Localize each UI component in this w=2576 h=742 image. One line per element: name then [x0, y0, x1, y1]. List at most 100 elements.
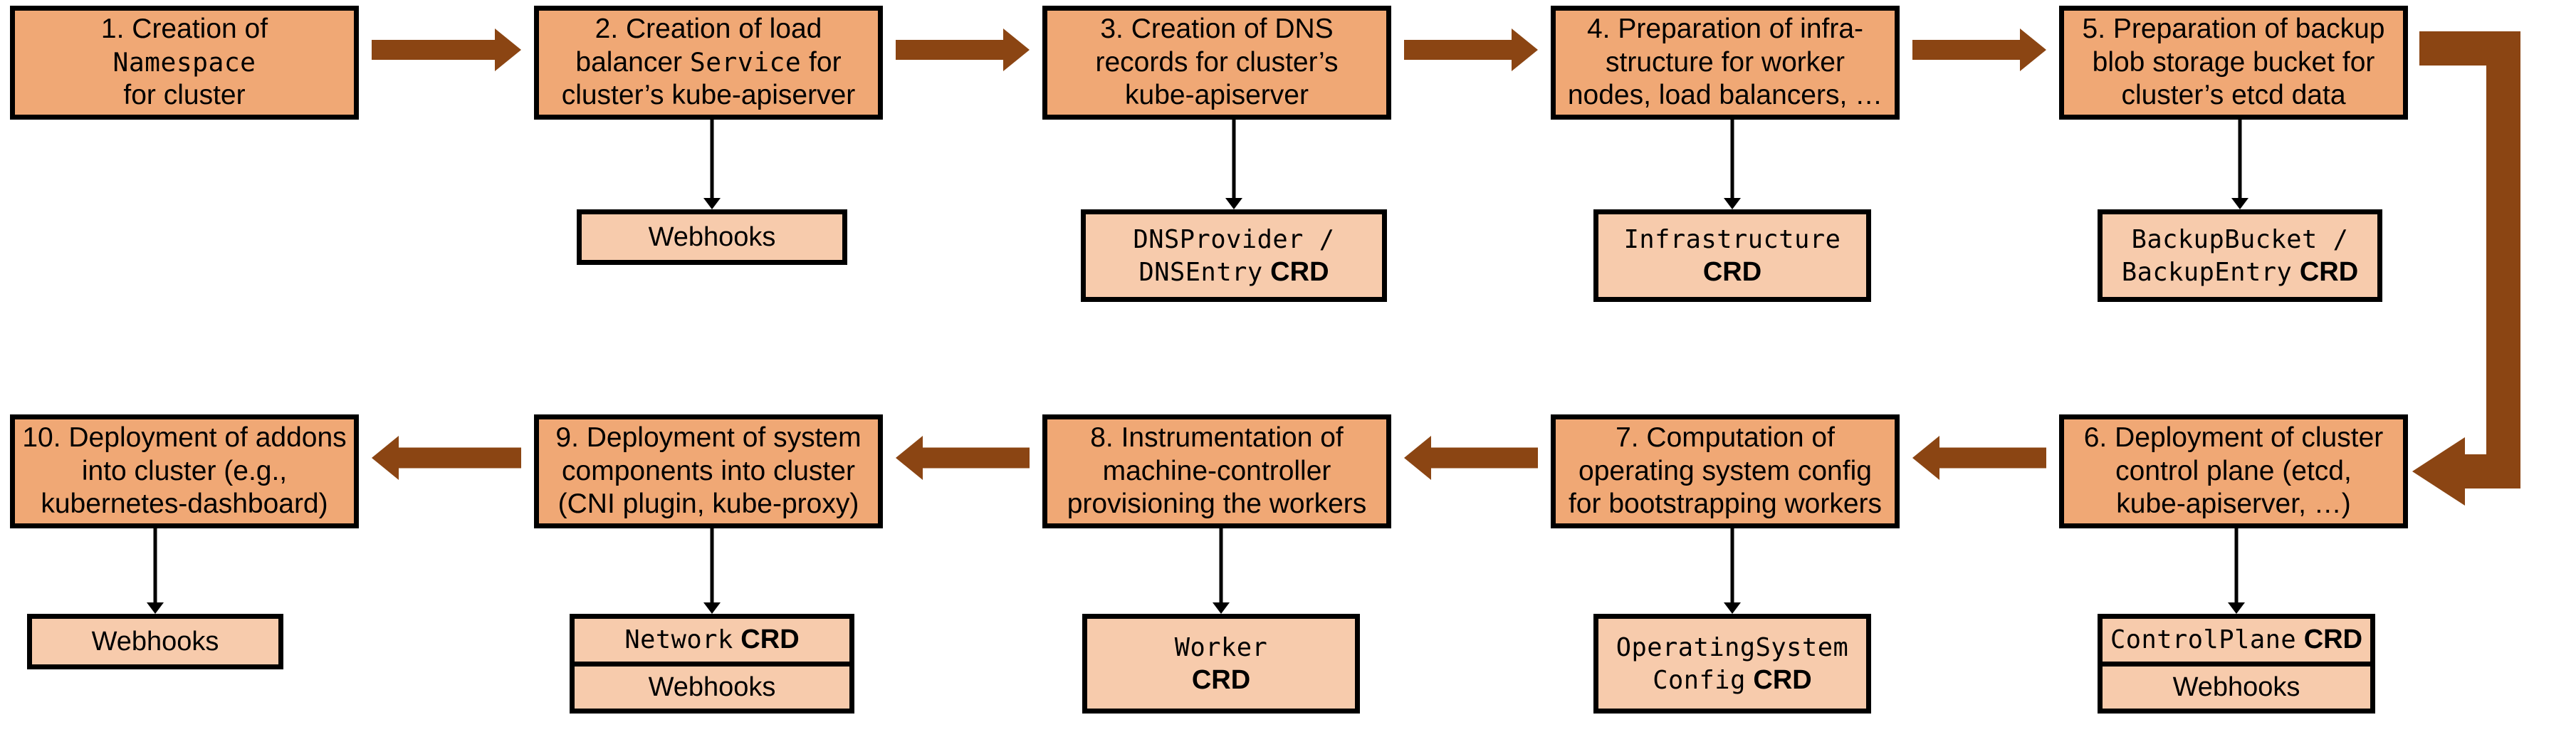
- text-line: OperatingSystem: [1616, 631, 1849, 664]
- label-text: 7. Computation of: [1616, 422, 1835, 453]
- label-text: components into cluster: [562, 455, 855, 486]
- label-text: Webhooks: [2172, 672, 2300, 702]
- text-line: structure for worker: [1563, 46, 1888, 80]
- text-line: kubernetes-dashboard): [22, 488, 347, 521]
- text-line: DNSEntry CRD: [1133, 256, 1334, 288]
- text-line: DNSProvider /: [1133, 223, 1334, 256]
- label-text: records for cluster’s: [1095, 46, 1339, 78]
- text-line: operating system config: [1563, 455, 1888, 488]
- code-text: Namespace: [112, 46, 256, 78]
- text-line: balancer Service for: [546, 46, 871, 80]
- artifact-cell-text: ControlPlane CRD: [2110, 625, 2362, 655]
- artifact-box-artifact-2[interactable]: Webhooks: [577, 209, 847, 265]
- label-text: 8. Instrumentation of: [1090, 422, 1344, 453]
- label-text: 5. Preparation of backup: [2082, 13, 2385, 44]
- label-text: 2. Creation of load: [595, 13, 822, 44]
- artifact-box-artifact-3[interactable]: DNSProvider /DNSEntry CRD: [1081, 209, 1387, 302]
- process-box-step-4[interactable]: 4. Preparation of infra-structure for wo…: [1551, 6, 1900, 120]
- text-line: Webhooks: [649, 221, 776, 254]
- label-text: 10. Deployment of addons: [22, 422, 347, 453]
- label-text: operating system config: [1578, 455, 1872, 486]
- text-line: Webhooks: [649, 672, 776, 703]
- connector-step-7-to-artifact-7: [1718, 528, 1747, 614]
- text-line: for cluster: [22, 79, 347, 113]
- artifact-box-text: Webhooks: [92, 625, 219, 658]
- text-line: kube-apiserver, …): [2071, 488, 2396, 521]
- arrow-8-9: [896, 436, 1030, 480]
- label-text: CRD: [2296, 625, 2363, 655]
- text-line: 3. Creation of DNS: [1054, 13, 1379, 46]
- label-text: CRD: [1745, 665, 1812, 695]
- artifact-box-text: DNSProvider /DNSEntry CRD: [1133, 223, 1334, 289]
- artifact-box-text: BackupBucket /BackupEntry CRD: [2122, 223, 2358, 289]
- connector-step-10-to-artifact-10: [141, 528, 169, 614]
- label-text: 9. Deployment of system: [555, 422, 862, 453]
- process-box-text: 4. Preparation of infra-structure for wo…: [1563, 13, 1888, 113]
- artifact-box-artifact-5[interactable]: BackupBucket /BackupEntry CRD: [2098, 209, 2382, 302]
- connector-step-9-to-artifact-9: [698, 528, 726, 614]
- text-line: kube-apiserver: [1054, 79, 1379, 113]
- text-line: BackupEntry CRD: [2122, 256, 2358, 288]
- text-line: Webhooks: [92, 625, 219, 658]
- label-text: control plane (etcd,: [2115, 455, 2352, 486]
- code-text: Infrastructure: [1623, 224, 1841, 254]
- label-text: Webhooks: [648, 672, 776, 702]
- label-text: Webhooks: [91, 626, 219, 657]
- label-text: 4. Preparation of infra-: [1586, 13, 1864, 44]
- connector-step-6-to-artifact-6: [2222, 528, 2251, 614]
- artifact-cell: Webhooks: [2103, 666, 2370, 709]
- artifact-box-artifact-6[interactable]: ControlPlane CRD Webhooks: [2098, 614, 2375, 714]
- connector-step-8-to-artifact-8: [1207, 528, 1235, 614]
- label-text: kube-apiserver: [1125, 80, 1309, 111]
- artifact-box-artifact-9[interactable]: Network CRD Webhooks: [570, 614, 854, 714]
- text-line: CRD: [1175, 664, 1268, 696]
- text-line: for bootstrapping workers: [1563, 488, 1888, 521]
- arrow-6-7: [1912, 436, 2046, 480]
- label-text: 3. Creation of DNS: [1100, 13, 1334, 44]
- text-line: Worker: [1175, 631, 1268, 664]
- text-line: Config CRD: [1616, 664, 1849, 696]
- code-text: DNSProvider /: [1133, 224, 1335, 254]
- label-text: Webhooks: [648, 221, 776, 252]
- label-text: into cluster (e.g.,: [81, 455, 288, 486]
- text-line: Network CRD: [624, 625, 799, 655]
- label-text: for bootstrapping workers: [1568, 488, 1883, 520]
- code-text: Worker: [1174, 632, 1268, 662]
- text-line: blob storage bucket for: [2071, 46, 2396, 80]
- text-line: ControlPlane CRD: [2110, 625, 2362, 655]
- arrow-4-5: [1912, 28, 2046, 71]
- text-line: cluster’s etcd data: [2071, 79, 2396, 113]
- arrow-9-10: [372, 436, 521, 480]
- connector-step-3-to-artifact-3: [1220, 120, 1248, 209]
- label-text: CRD: [733, 625, 800, 655]
- text-line: 6. Deployment of cluster: [2071, 422, 2396, 455]
- text-line: Namespace: [22, 46, 347, 80]
- artifact-box-artifact-10[interactable]: Webhooks: [27, 614, 283, 669]
- label-text: for: [801, 46, 842, 78]
- label-text: blob storage bucket for: [2092, 46, 2375, 78]
- label-text: kube-apiserver, …): [2116, 488, 2351, 520]
- connector-step-2-to-artifact-2: [698, 120, 726, 209]
- text-line: control plane (etcd,: [2071, 455, 2396, 488]
- text-line: BackupBucket /: [2122, 223, 2358, 256]
- text-line: 9. Deployment of system: [546, 422, 871, 455]
